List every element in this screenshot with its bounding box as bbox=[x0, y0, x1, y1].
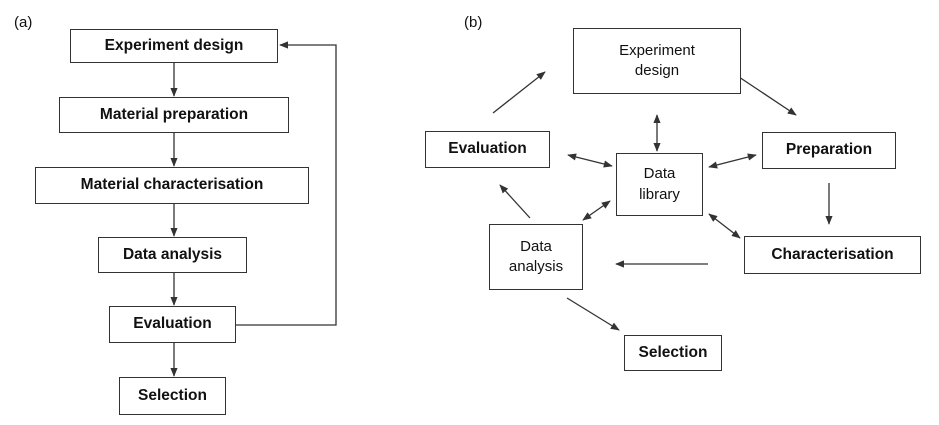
box-a-material-characterisation: Material characterisation bbox=[35, 167, 309, 204]
feedback-loop-evaluation-to-design bbox=[236, 41, 337, 326]
box-a-data-analysis: Data analysis bbox=[98, 237, 247, 273]
arrow-analysis-to-evaluation-b bbox=[499, 184, 531, 219]
box-b-data-library-line2: library bbox=[639, 185, 680, 203]
box-b-data-analysis: Data analysis bbox=[489, 224, 583, 290]
box-a-experiment-design: Experiment design bbox=[70, 29, 278, 63]
arrow-evaluation-to-design bbox=[492, 71, 546, 114]
box-b-data-analysis-line2: analysis bbox=[508, 258, 564, 275]
link-library-analysis bbox=[582, 200, 611, 221]
box-b-preparation: Preparation bbox=[762, 132, 896, 169]
link-library-evaluation bbox=[567, 153, 613, 168]
box-b-data-library-line1: Data bbox=[643, 165, 676, 183]
panel-a-label: (a) bbox=[14, 14, 33, 31]
link-library-preparation bbox=[708, 153, 757, 169]
box-b-experiment-design-line1: Experiment bbox=[619, 41, 695, 59]
box-b-experiment-design-line2: design bbox=[634, 62, 680, 79]
arrow-design-to-preparation-b bbox=[729, 70, 797, 116]
box-a-evaluation: Evaluation bbox=[109, 306, 236, 343]
link-library-characterisation bbox=[708, 213, 741, 239]
box-a-selection: Selection bbox=[119, 377, 226, 415]
box-b-data-analysis-line1: Data bbox=[520, 237, 552, 255]
arrow-analysis-to-selection bbox=[566, 297, 620, 331]
box-b-evaluation: Evaluation bbox=[425, 131, 550, 168]
panel-b-label: (b) bbox=[464, 14, 483, 31]
box-b-selection: Selection bbox=[624, 335, 722, 371]
box-b-experiment-design: Experiment design bbox=[573, 28, 741, 94]
box-a-material-preparation: Material preparation bbox=[59, 97, 289, 133]
box-b-data-library: Data library bbox=[616, 153, 703, 216]
box-b-characterisation: Characterisation bbox=[744, 236, 921, 274]
